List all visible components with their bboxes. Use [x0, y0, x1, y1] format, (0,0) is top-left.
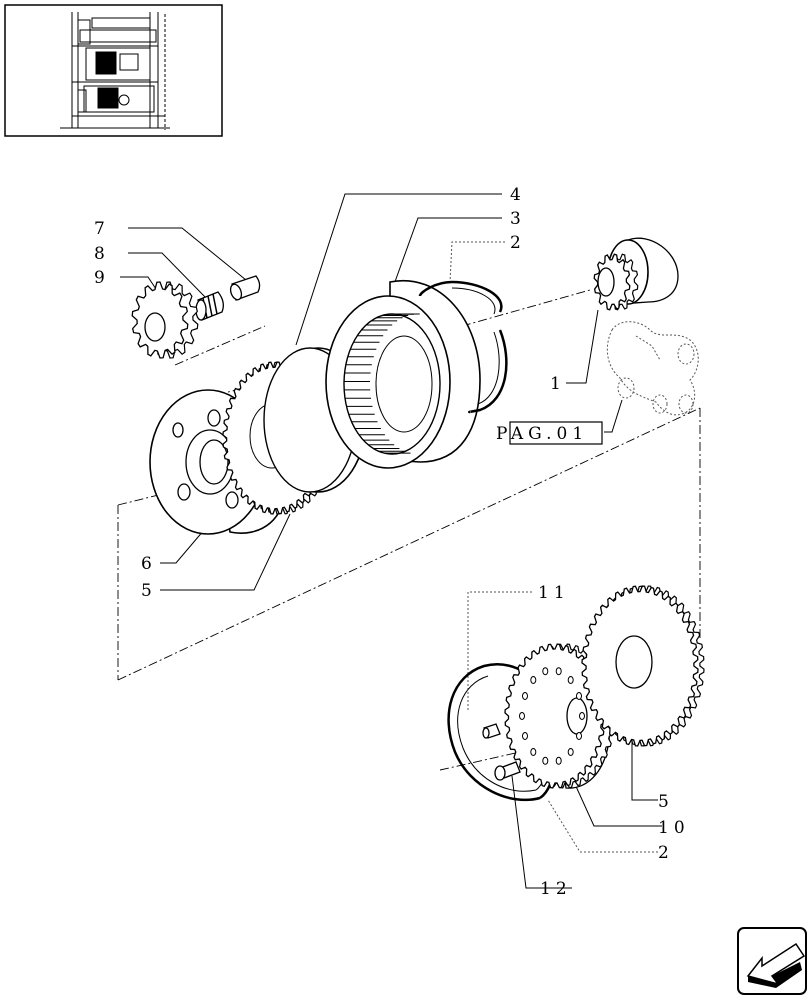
callout-4: 4 [510, 185, 526, 205]
callout-2-lower: 2 [658, 843, 674, 863]
leader-lines [120, 193, 662, 889]
callout-6: 6 [141, 554, 157, 574]
callout-2-upper: 2 [510, 233, 526, 253]
callout-5-right: 5 [658, 792, 674, 812]
part-1-shaft-gear[interactable] [593, 237, 679, 311]
housing-outline-dotted [606, 321, 699, 416]
callout-7: 7 [94, 219, 110, 239]
callout-9: 9 [94, 268, 110, 288]
callout-12: 12 [540, 879, 572, 899]
page-reference-box[interactable]: PAG.01 [496, 421, 603, 445]
callout-11: 11 [538, 583, 570, 603]
callout-8: 8 [94, 244, 110, 264]
part-11-dowel-pin[interactable] [482, 723, 501, 739]
callout-5-left: 5 [141, 581, 157, 601]
part-7-pin[interactable] [229, 275, 261, 301]
part-12-bolt[interactable] [494, 761, 521, 781]
locator-thumbnail[interactable] [4, 4, 223, 137]
return-arrow-icon[interactable] [737, 927, 807, 995]
part-8-needle-bearing[interactable] [195, 291, 224, 321]
callout-10: 10 [658, 818, 690, 838]
callout-3: 3 [510, 209, 526, 229]
callout-1: 1 [550, 374, 566, 394]
part-9-planet-gear[interactable] [131, 281, 199, 359]
part-3-ring-gear[interactable] [325, 279, 481, 469]
part-10-gear-plate[interactable] [504, 643, 616, 789]
callout-labels: 7 8 9 4 3 2 1 6 5 11 5 10 2 12 [94, 185, 690, 899]
page-reference-text: PAG.01 [496, 424, 588, 444]
part-5-gear-right[interactable] [581, 585, 705, 747]
part-2-snap-ring-upper[interactable] [418, 280, 508, 414]
